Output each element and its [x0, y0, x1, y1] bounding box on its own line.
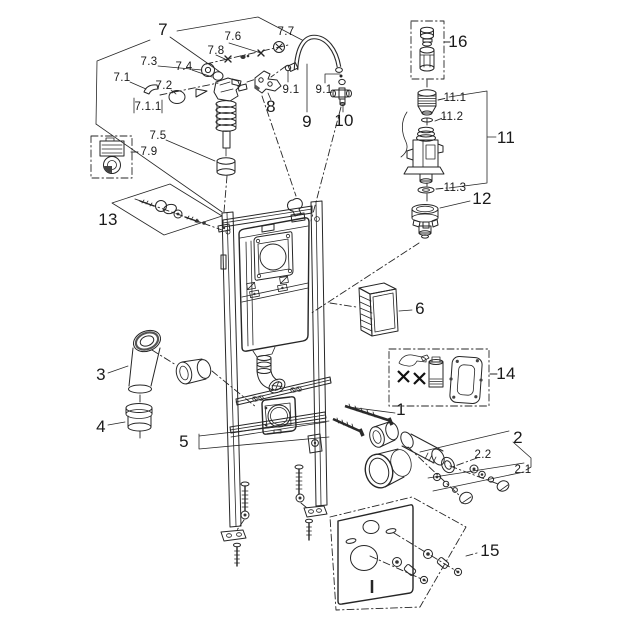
frame	[217, 197, 332, 567]
part-label-9-1a: 9.1	[282, 84, 300, 96]
part-label-3: 3	[96, 365, 106, 384]
part-label-2-1: 2.1	[514, 464, 532, 476]
part-12-outlet-seat	[411, 204, 439, 239]
group-11-flush-valve	[400, 89, 445, 194]
part-4-cap	[125, 403, 153, 432]
part-9-hose	[284, 34, 346, 86]
leader-lines	[95, 16, 532, 557]
part-label-9: 9	[302, 112, 312, 131]
part-label-7-5: 7.5	[149, 130, 167, 142]
part-10-fitting	[330, 87, 352, 106]
part-label-11: 11	[496, 128, 516, 147]
part-label-12: 12	[472, 189, 492, 208]
part-label-11-2: 11.2	[440, 111, 464, 123]
part-label-4: 4	[96, 417, 106, 436]
part-label-7-1: 7.1	[113, 72, 131, 84]
part-label-7-7: 7.7	[277, 26, 295, 38]
part-14-box	[388, 348, 490, 407]
part-label-11-1: 11.1	[443, 92, 467, 104]
part-label-9-1b: 9.1	[315, 84, 333, 96]
part-label-7-3: 7.3	[140, 56, 158, 68]
part-label-2-2: 2.2	[474, 449, 492, 461]
part-7-9-box	[90, 135, 133, 179]
part-label-16: 16	[448, 32, 468, 51]
part-label-7-9: 7.9	[140, 146, 158, 158]
part-label-1: 1	[396, 400, 406, 419]
part-label-7-1-1: 7.1.1	[134, 101, 162, 113]
part-label-10: 10	[334, 111, 354, 130]
part-label-7-2: 7.2	[155, 80, 173, 92]
part-label-7: 7	[158, 20, 168, 39]
part-label-5: 5	[179, 432, 189, 451]
part-label-7-4: 7.4	[175, 61, 193, 73]
group-2-flush-pipe	[400, 431, 510, 505]
part-label-8: 8	[266, 97, 276, 116]
part-label-15: 15	[480, 541, 500, 560]
part-6-actuator-box	[358, 282, 399, 337]
pipe-sleeve	[175, 358, 212, 385]
part-label-7-8: 7.8	[207, 45, 225, 57]
group-1-screws	[332, 403, 412, 489]
part-label-11-3: 11.3	[443, 182, 467, 194]
part-16-box	[410, 20, 445, 80]
part-8-bracket	[254, 70, 282, 94]
axis-lines	[134, 44, 499, 582]
part-label-7-6: 7.6	[224, 31, 242, 43]
part-label-14: 14	[496, 364, 516, 383]
part-3-elbow	[128, 329, 162, 394]
part-label-6: 6	[415, 299, 425, 318]
part-15-insulation-box	[329, 496, 467, 611]
part-label-13: 13	[98, 210, 118, 229]
part-label-2: 2	[513, 428, 523, 447]
group-7-fill-valve	[143, 41, 285, 176]
group-13	[111, 183, 223, 236]
